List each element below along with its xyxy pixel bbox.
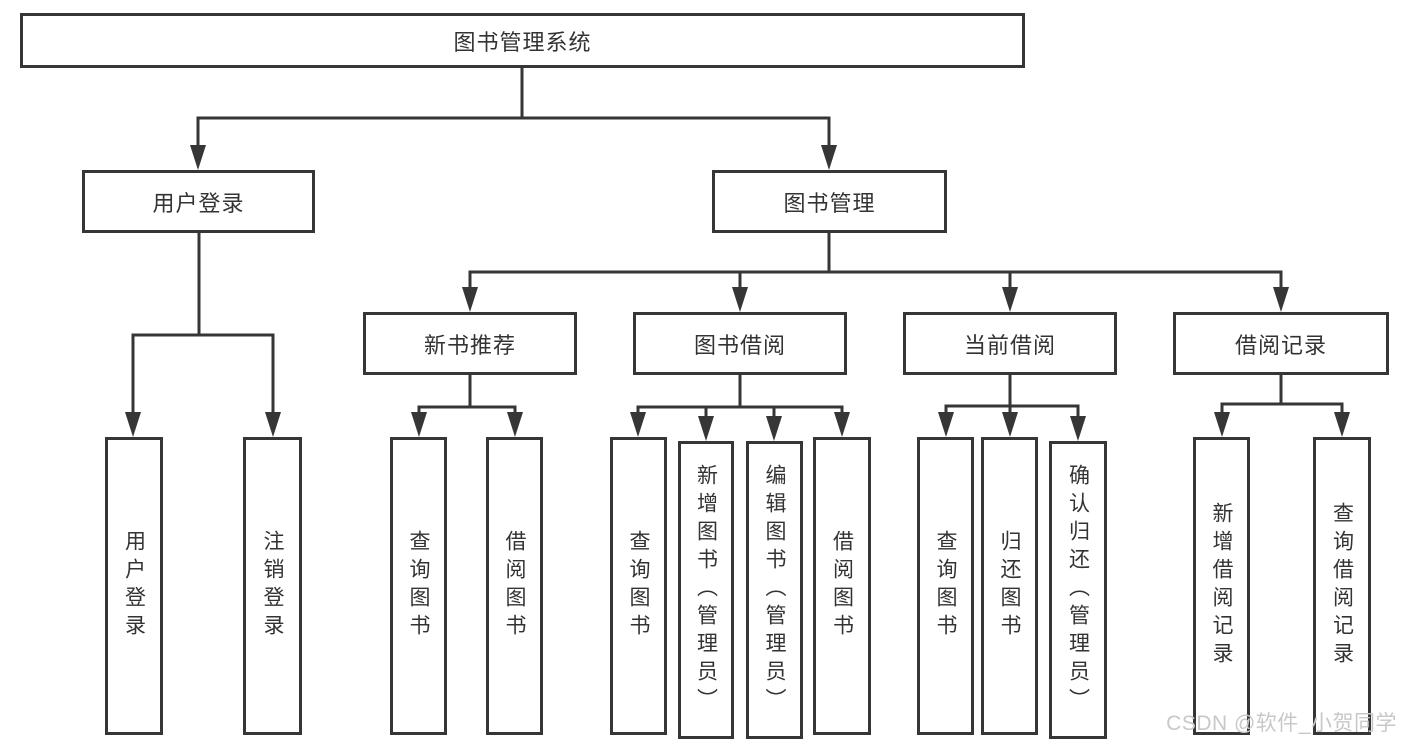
node-borrow-records-label: 借阅记录 <box>1234 332 1327 358</box>
leaf-query-borrow-record-label: 查询借阅记录 <box>1330 502 1354 670</box>
leaf-confirm-return-admin-label: 确认归还（管理员） <box>1066 464 1090 716</box>
leaf-user-login-label: 用户登录 <box>122 530 146 642</box>
node-root: 图书管理系统 <box>20 13 1025 68</box>
leaf-query-books-recommend-label: 查询图书 <box>407 530 430 642</box>
leaf-add-books-admin: 新增图书（管理员） <box>678 441 734 739</box>
leaf-query-books-recommend: 查询图书 <box>390 437 447 735</box>
node-book-management-label: 图书管理 <box>783 190 876 216</box>
leaf-logout: 注销登录 <box>243 437 302 735</box>
leaf-borrow-books-recommend-label: 借阅图书 <box>503 530 526 642</box>
leaf-query-books-borrow: 查询图书 <box>610 437 667 735</box>
leaf-edit-books-admin-label: 编辑图书（管理员） <box>763 464 786 716</box>
leaf-query-books-current-label: 查询图书 <box>934 530 957 642</box>
node-current-borrow: 当前借阅 <box>903 312 1117 375</box>
leaf-return-books: 归还图书 <box>981 437 1038 735</box>
leaf-borrow-books-label: 借阅图书 <box>830 530 854 642</box>
leaf-query-borrow-record: 查询借阅记录 <box>1313 437 1371 735</box>
node-current-borrow-label: 当前借阅 <box>963 332 1056 358</box>
csdn-watermark: CSDN @软件_小贺同学 <box>1166 712 1397 735</box>
leaf-add-borrow-record-label: 新增借阅记录 <box>1210 502 1233 670</box>
leaf-confirm-return-admin: 确认归还（管理员） <box>1049 441 1107 739</box>
node-new-book-recommend-label: 新书推荐 <box>423 332 516 358</box>
leaf-return-books-label: 归还图书 <box>998 530 1021 642</box>
leaf-borrow-books-recommend: 借阅图书 <box>486 437 543 735</box>
node-book-management: 图书管理 <box>712 170 947 233</box>
leaf-logout-label: 注销登录 <box>261 530 284 642</box>
node-new-book-recommend: 新书推荐 <box>363 312 577 375</box>
node-book-borrow-label: 图书借阅 <box>693 332 786 358</box>
node-root-label: 图书管理系统 <box>453 29 592 55</box>
leaf-query-books-current: 查询图书 <box>917 437 974 735</box>
leaf-add-books-admin-label: 新增图书（管理员） <box>694 464 718 716</box>
leaf-user-login: 用户登录 <box>105 437 163 735</box>
node-user-login-label: 用户登录 <box>152 190 245 216</box>
node-user-login: 用户登录 <box>82 170 315 233</box>
leaf-query-books-borrow-label: 查询图书 <box>627 530 650 642</box>
node-book-borrow: 图书借阅 <box>633 312 847 375</box>
leaf-edit-books-admin: 编辑图书（管理员） <box>746 441 803 739</box>
leaf-add-borrow-record: 新增借阅记录 <box>1193 437 1250 735</box>
node-borrow-records: 借阅记录 <box>1173 312 1389 375</box>
leaf-borrow-books: 借阅图书 <box>813 437 871 735</box>
